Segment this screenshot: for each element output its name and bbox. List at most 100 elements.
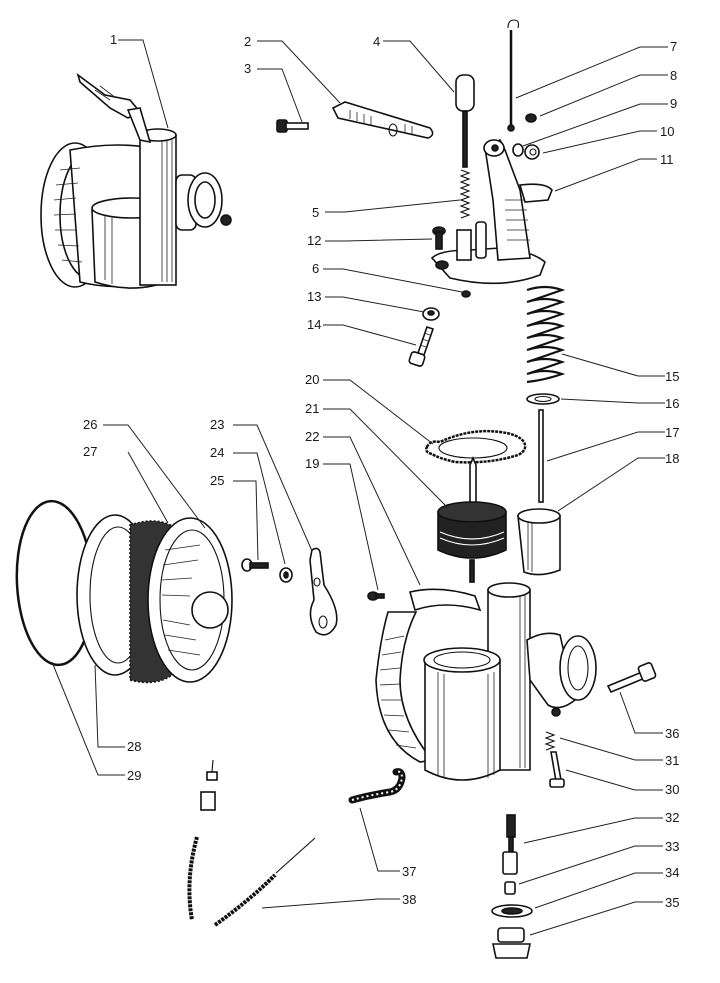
leader-19 — [323, 463, 379, 591]
leader-6 — [323, 268, 463, 293]
leader-18 — [557, 457, 665, 512]
callout-22: 22 — [305, 429, 319, 444]
callout-20: 20 — [305, 372, 319, 387]
callout-26: 26 — [83, 417, 97, 432]
callout-10: 10 — [660, 124, 674, 139]
leader-16 — [560, 398, 665, 404]
part-sealing-washer — [491, 904, 533, 918]
callout-32: 32 — [665, 810, 679, 825]
leader-17 — [546, 431, 665, 462]
part-tickler-plunger — [455, 74, 475, 168]
part-idle-spring — [544, 731, 556, 751]
leader-1 — [118, 39, 169, 129]
part-throttle-slide — [517, 508, 561, 576]
part-needle-clip — [526, 393, 560, 405]
callout-34: 34 — [665, 865, 679, 880]
part-cover-gasket — [424, 429, 527, 464]
callout-28: 28 — [127, 739, 141, 754]
leader-33 — [518, 845, 663, 885]
part-jet-needle — [538, 409, 544, 503]
part-small-screw — [367, 591, 385, 601]
part-top-cover-with-lever — [430, 138, 553, 285]
part-cable-adjuster — [408, 325, 435, 367]
callout-13: 13 — [307, 289, 321, 304]
callout-1: 1 — [110, 32, 117, 47]
callout-6: 6 — [312, 261, 319, 276]
leader-8 — [539, 74, 668, 117]
part-nut-small — [525, 113, 537, 123]
callout-14: 14 — [307, 317, 321, 332]
leader-28 — [94, 664, 125, 748]
callout-7: 7 — [670, 39, 677, 54]
leader-23 — [233, 424, 313, 552]
leader-4 — [383, 40, 455, 93]
callout-12: 12 — [307, 233, 321, 248]
leader-35 — [529, 901, 663, 936]
leader-20 — [323, 379, 434, 445]
callout-33: 33 — [665, 839, 679, 854]
part-washer — [512, 143, 524, 157]
part-float-bowl-plug — [492, 927, 531, 959]
callout-19: 19 — [305, 456, 319, 471]
callout-15: 15 — [665, 369, 679, 384]
callout-5: 5 — [312, 205, 319, 220]
callout-9: 9 — [670, 96, 677, 111]
part-main-jet-holder — [502, 814, 518, 875]
callout-2: 2 — [244, 34, 251, 49]
callout-21: 21 — [305, 401, 319, 416]
leader-11 — [554, 158, 657, 192]
part-carburetor-body — [375, 582, 597, 781]
leader-36 — [619, 691, 663, 734]
leader-9 — [522, 103, 668, 147]
leader-12 — [325, 238, 433, 242]
part-nut — [524, 144, 540, 160]
leader-34 — [534, 872, 663, 909]
part-clamp-bolt — [606, 662, 657, 694]
leader-27 — [127, 451, 169, 524]
part-float — [437, 455, 507, 583]
part-lever-plate — [331, 101, 434, 139]
leader-2 — [257, 40, 341, 104]
part-cable-adjuster-nut — [422, 307, 440, 321]
leader-26 — [103, 424, 206, 529]
part-main-jet — [504, 881, 516, 895]
callout-23: 23 — [210, 417, 224, 432]
leader-38 — [261, 898, 400, 909]
callout-38: 38 — [402, 892, 416, 907]
callout-16: 16 — [665, 396, 679, 411]
part-throttle-spring — [526, 285, 566, 384]
callout-35: 35 — [665, 895, 679, 910]
leader-lines — [51, 39, 668, 936]
leader-31 — [559, 737, 663, 761]
callout-18: 18 — [665, 451, 679, 466]
callout-37: 37 — [402, 864, 416, 879]
leader-5 — [325, 199, 461, 213]
part-hooked-rod — [507, 19, 520, 132]
leader-15 — [561, 353, 665, 377]
part-plunger-spring — [459, 169, 471, 219]
part-bracket-screw — [241, 558, 269, 572]
callout-30: 30 — [665, 782, 679, 797]
part-air-filter-housing — [147, 517, 233, 683]
leader-37 — [359, 807, 400, 872]
leader-3 — [257, 68, 303, 123]
part-bracket-plate — [309, 547, 338, 636]
callout-24: 24 — [210, 445, 224, 460]
part-cover-screw — [432, 226, 446, 250]
part-lock-washer — [279, 567, 293, 583]
part-fuel-hose — [348, 768, 406, 804]
callout-31: 31 — [665, 753, 679, 768]
leader-30 — [565, 769, 663, 791]
callout-25: 25 — [210, 473, 224, 488]
callout-27: 27 — [83, 444, 97, 459]
leader-25 — [233, 480, 259, 561]
leader-13 — [325, 296, 425, 313]
callout-11: 11 — [660, 152, 674, 167]
leader-32 — [523, 817, 663, 844]
leader-10 — [542, 130, 657, 154]
leader-7 — [515, 46, 668, 99]
leader-29 — [51, 661, 125, 776]
part-idle-screw — [549, 751, 565, 788]
